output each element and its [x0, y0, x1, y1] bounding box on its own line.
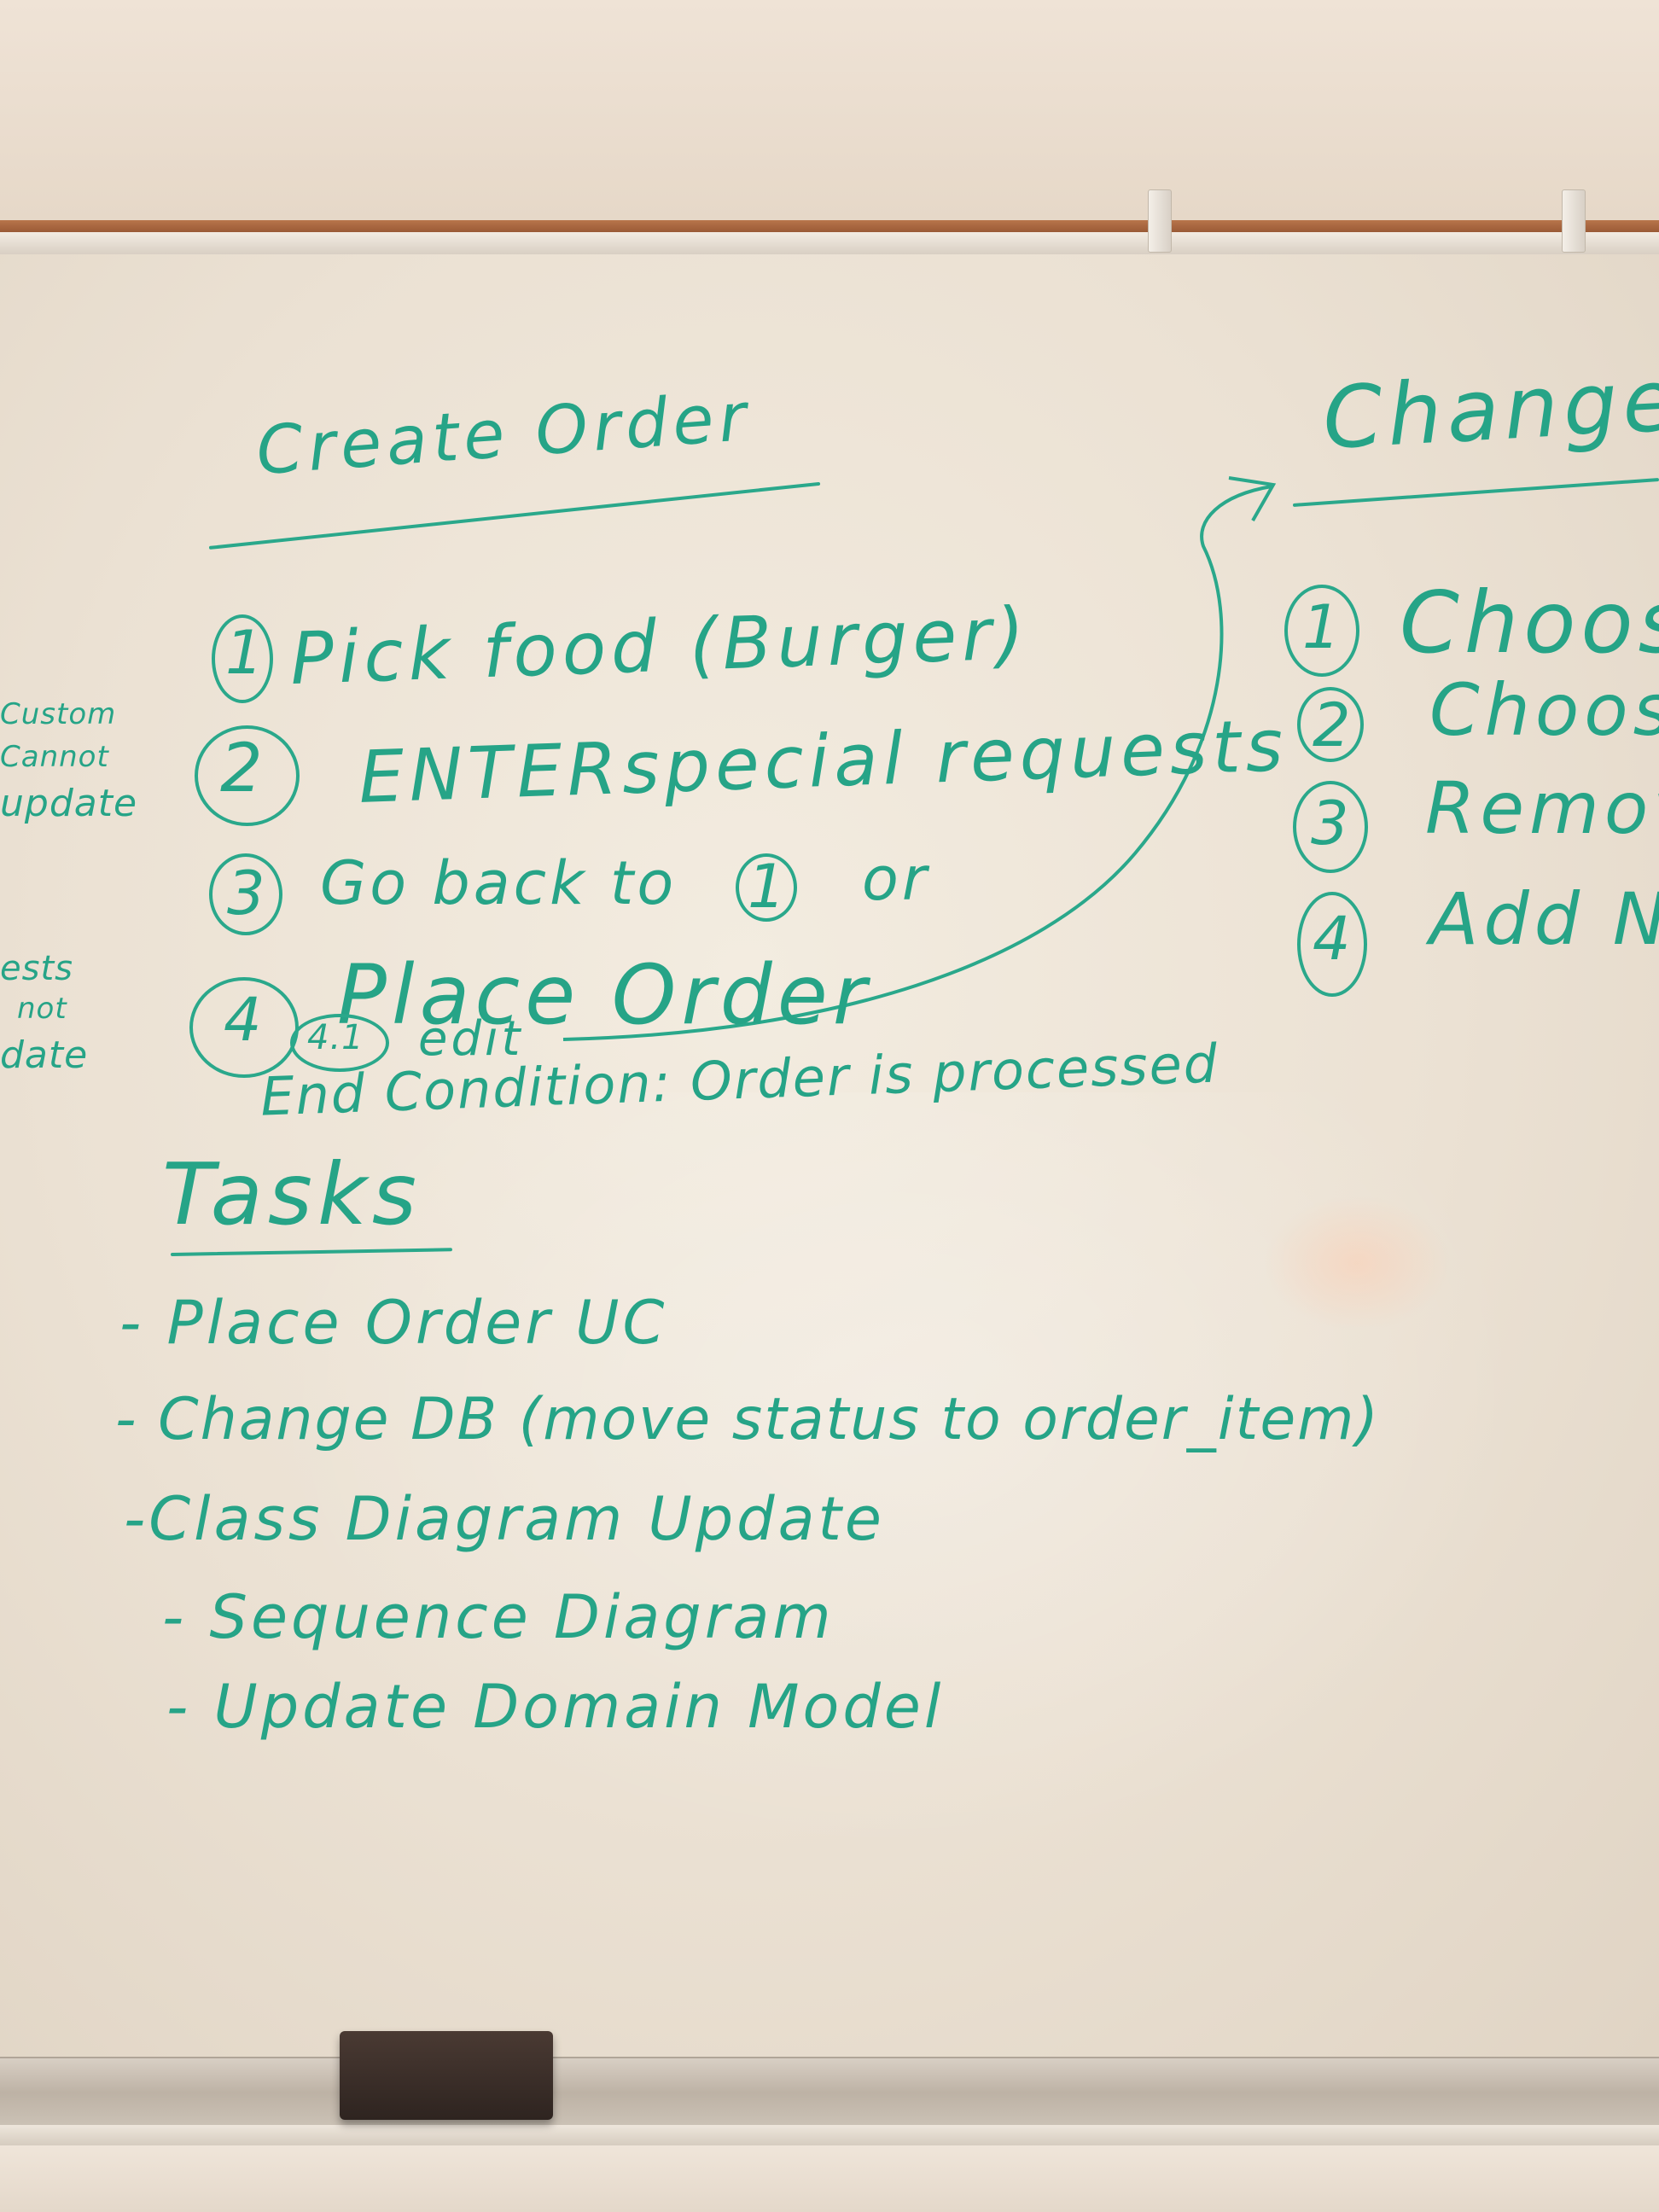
step-3-or: or — [862, 844, 930, 914]
step-3-circle — [209, 853, 282, 935]
margin-note-a-1: Custom — [0, 697, 117, 731]
margin-note-b-1: ests — [0, 949, 73, 988]
rail-clip-left — [1148, 189, 1172, 253]
task-item: -Class Diagram Update — [124, 1484, 885, 1554]
glare — [256, 1092, 1536, 1860]
task-item: - Place Order UC — [119, 1288, 668, 1358]
step-3-number: 3 — [227, 859, 269, 928]
step-4-text: Place Order — [337, 947, 872, 1043]
change-step-1-circle — [1284, 585, 1359, 677]
change-step-1-number: 1 — [1302, 592, 1346, 662]
marker-tray — [0, 2057, 1659, 2135]
wood-trim — [0, 220, 1659, 232]
change-step-2-text: Choose — [1429, 668, 1659, 752]
step-2-number: 2 — [220, 731, 268, 807]
change-order-title: Change — [1320, 350, 1659, 469]
tasks-title: Tasks — [162, 1144, 422, 1244]
task-item: - Update Domain Model — [166, 1672, 945, 1742]
wall — [0, 0, 1659, 222]
change-step-2-number: 2 — [1313, 690, 1354, 760]
change-step-3-number: 3 — [1311, 789, 1353, 859]
substep-text: edit — [418, 1011, 524, 1067]
step-2-circle — [195, 725, 300, 826]
wall-bottom — [0, 2145, 1659, 2212]
change-step-4-circle — [1297, 892, 1367, 997]
change-step-4-text: Add Ne — [1429, 877, 1659, 961]
change-step-2-circle — [1297, 687, 1364, 762]
step-1-circle — [212, 614, 273, 703]
margin-note-a-3: update — [0, 782, 138, 825]
margin-note-b-3: date — [0, 1033, 89, 1077]
map-rail — [0, 232, 1659, 256]
change-step-3-circle — [1293, 781, 1368, 873]
margin-note-a-2: Cannot — [0, 740, 109, 774]
eraser — [340, 2031, 553, 2120]
task-item: - Sequence Diagram — [162, 1582, 835, 1652]
rail-clip-right — [1562, 189, 1586, 253]
substep-number: 4.1 — [307, 1018, 364, 1057]
task-item: - Change DB (move status to order_item) — [115, 1386, 1380, 1453]
step-1-number: 1 — [225, 618, 269, 688]
step-3-ref-circle — [736, 853, 797, 922]
step-3-ref: 1 — [748, 852, 789, 922]
change-step-1-text: Choos — [1400, 573, 1659, 672]
light-reflection — [1263, 1195, 1451, 1331]
change-step-3-text: Remov — [1425, 766, 1659, 850]
step-4-number: 4 — [224, 985, 267, 1055]
tray-lip — [0, 2125, 1659, 2145]
substep-circle — [290, 1014, 389, 1072]
margin-note-b-2: not — [17, 992, 67, 1026]
change-step-4-number: 4 — [1313, 904, 1354, 974]
step-3-text: Go back to — [320, 848, 678, 918]
